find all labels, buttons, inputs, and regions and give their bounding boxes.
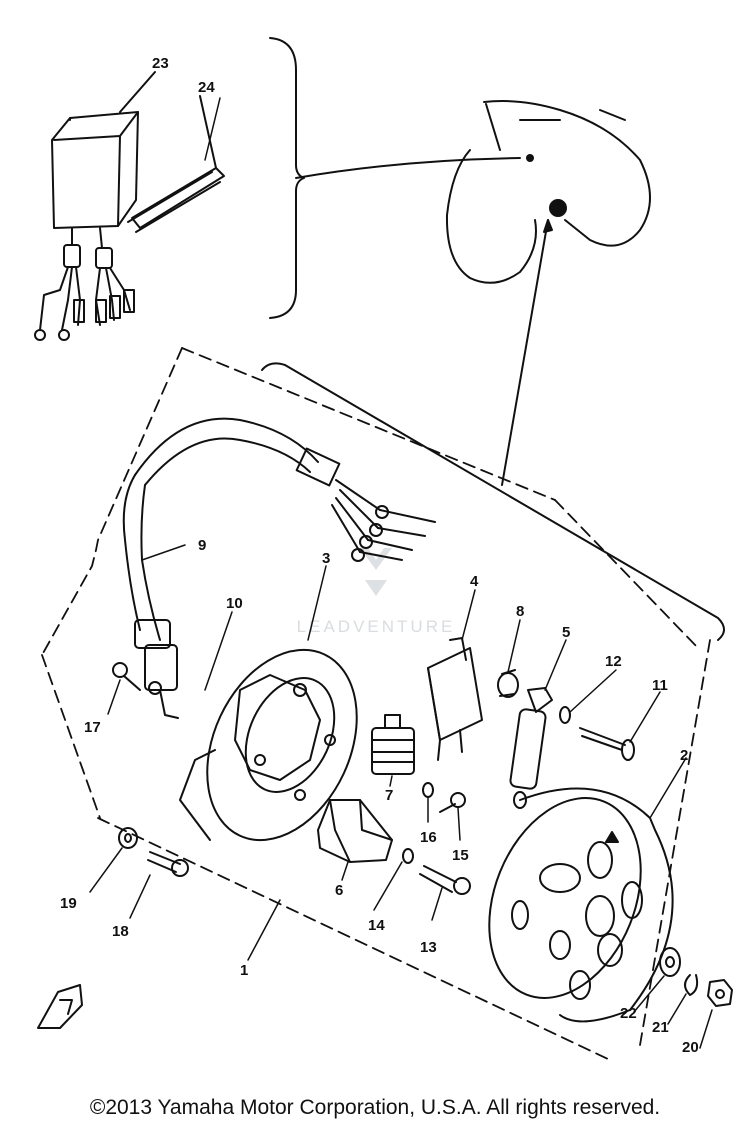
callout-14: 14 — [368, 917, 385, 934]
leader-23 — [119, 71, 156, 113]
callout-6: 6 — [335, 882, 343, 899]
callout-16: 16 — [420, 829, 437, 846]
callout-4: 4 — [470, 573, 479, 590]
stator-base — [179, 648, 358, 842]
callout-17: 17 — [84, 719, 101, 736]
pickup-coil — [427, 637, 483, 761]
callout-23: 23 — [152, 55, 169, 72]
flywheel-rotor — [488, 787, 674, 1023]
callout-10: 10 — [226, 595, 243, 612]
callout-7: 7 — [385, 787, 393, 804]
copyright-footer: ©2013 Yamaha Motor Corporation, U.S.A. A… — [89, 1096, 661, 1119]
hardware — [37, 662, 733, 1029]
callout-3: 3 — [322, 550, 330, 567]
callout-11: 11 — [652, 677, 668, 694]
leader-to-engine-b — [501, 219, 549, 486]
watermark-logo-icon — [360, 548, 392, 596]
callout-15: 15 — [452, 847, 469, 864]
leader-lines — [89, 97, 713, 1049]
cdi-band — [127, 95, 225, 233]
callout-22: 22 — [620, 1005, 637, 1022]
cap — [497, 669, 519, 698]
cdi-unit — [34, 111, 139, 341]
condenser — [509, 687, 553, 809]
callout-12: 12 — [605, 653, 622, 670]
cdi-group — [34, 37, 305, 341]
callout-9: 9 — [198, 537, 206, 554]
assembly-bracket — [261, 362, 725, 641]
group-bracket — [269, 37, 305, 319]
callout-13: 13 — [420, 939, 437, 956]
front-arrow-icon — [37, 984, 83, 1029]
callout-2: 2 — [680, 747, 688, 764]
leader-to-engine-a — [295, 157, 521, 179]
callout-5: 5 — [562, 624, 570, 641]
callout-numbers: 1 2 3 4 5 6 7 8 9 10 11 12 13 14 15 16 1… — [60, 55, 699, 1056]
callout-19: 19 — [60, 895, 77, 912]
callout-24: 24 — [198, 79, 215, 96]
rotor-mark-icon — [605, 831, 619, 843]
engine-silhouette — [295, 100, 651, 486]
callout-1: 1 — [240, 962, 248, 979]
source-coil — [317, 799, 393, 863]
callout-20: 20 — [682, 1039, 699, 1056]
wire-harness — [122, 417, 436, 719]
assembly-outline — [41, 347, 711, 1061]
lighting-coil — [371, 714, 415, 775]
leadventure-watermark: LEADVENTURE — [297, 548, 456, 636]
callout-18: 18 — [112, 923, 129, 940]
callout-8: 8 — [516, 603, 524, 620]
watermark-text: LEADVENTURE — [297, 617, 456, 636]
callout-21: 21 — [652, 1019, 669, 1036]
